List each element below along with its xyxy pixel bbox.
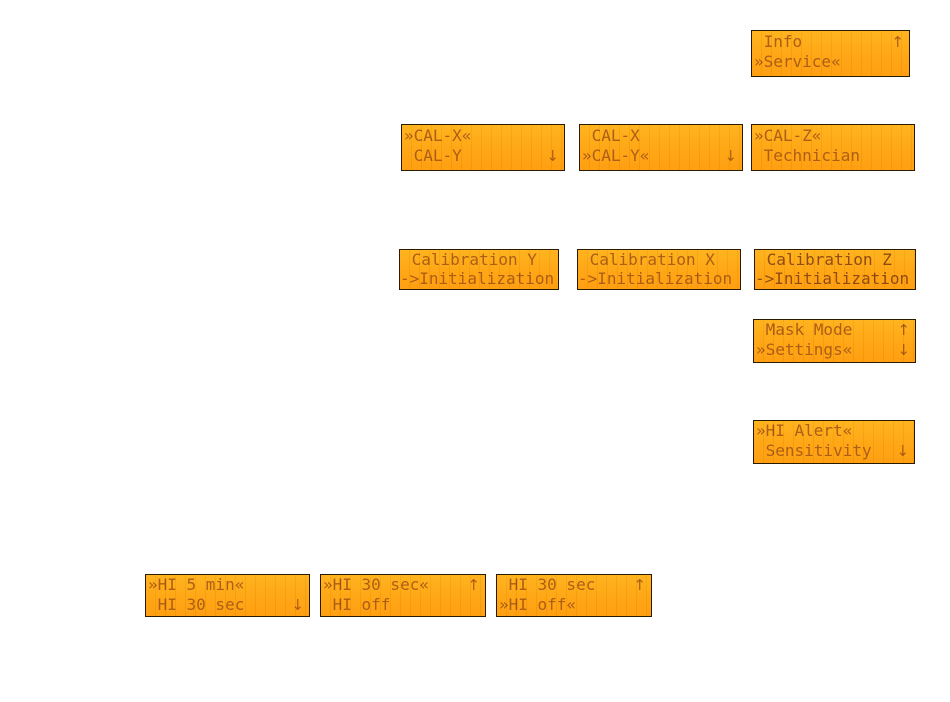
lcd-line-2: CAL-Y: [404, 146, 562, 166]
lcd-mask-settings: Mask Mode »Settings« ↑ ↓: [753, 319, 916, 363]
lcd-calibration-y: Calibration Y ->Initialization: [399, 249, 559, 290]
up-arrow-icon: ↑: [633, 575, 646, 595]
lcd-line-1: »HI 30 sec«: [323, 575, 483, 595]
lcd-line-1: Info: [754, 32, 907, 52]
lcd-line-2: HI 30 sec: [148, 595, 307, 615]
up-arrow-icon: ↑: [891, 32, 904, 52]
down-arrow-icon: ↓: [724, 146, 737, 166]
lcd-line-2: Sensitivity: [756, 441, 912, 461]
lcd-calibration-x: Calibration X ->Initialization: [577, 249, 741, 290]
lcd-line-2: »HI off«: [499, 595, 649, 615]
lcd-line-1: »HI Alert«: [756, 421, 912, 441]
lcd-info-service: Info »Service« ↑: [751, 30, 910, 77]
lcd-hi-alert: »HI Alert« Sensitivity ↓: [753, 420, 915, 464]
down-arrow-icon: ↓: [291, 595, 304, 615]
up-arrow-icon: ↑: [467, 575, 480, 595]
lcd-cal-y: CAL-X »CAL-Y« ↓: [579, 124, 743, 171]
down-arrow-icon: ↓: [897, 340, 910, 360]
lcd-line-1: HI 30 sec: [499, 575, 649, 595]
lcd-line-1: Mask Mode: [756, 320, 913, 340]
down-arrow-icon: ↓: [546, 146, 559, 166]
lcd-line-1: »CAL-X«: [404, 126, 562, 146]
lcd-hi-off: HI 30 sec »HI off« ↑: [496, 574, 652, 617]
lcd-line-2: »Settings«: [756, 340, 913, 360]
lcd-line-2: ->Initialization: [400, 269, 558, 289]
lcd-calibration-z: Calibration Z ->Initialization: [754, 249, 916, 290]
lcd-line-1: »HI 5 min«: [148, 575, 307, 595]
lcd-line-2: HI off: [323, 595, 483, 615]
lcd-line-2: ->Initialization: [755, 269, 915, 289]
lcd-line-2: »Service«: [754, 52, 907, 72]
lcd-hi-5-min: »HI 5 min« HI 30 sec ↓: [145, 574, 310, 617]
lcd-cal-z: »CAL-Z« Technician: [751, 124, 915, 171]
down-arrow-icon: ↓: [896, 441, 909, 461]
lcd-line-1: »CAL-Z«: [754, 126, 912, 146]
lcd-line-1: CAL-X: [582, 126, 740, 146]
lcd-line-2: Technician: [754, 146, 912, 166]
lcd-line-1: Calibration X: [580, 250, 738, 270]
lcd-cal-x: »CAL-X« CAL-Y ↓: [401, 124, 565, 171]
lcd-line-2: »CAL-Y«: [582, 146, 740, 166]
up-arrow-icon: ↑: [897, 320, 910, 340]
lcd-line-1: Calibration Y: [402, 250, 556, 270]
lcd-line-2: ->Initialization: [578, 269, 740, 289]
lcd-line-1: Calibration Z: [757, 250, 913, 270]
lcd-hi-30-sec: »HI 30 sec« HI off ↑: [320, 574, 486, 617]
